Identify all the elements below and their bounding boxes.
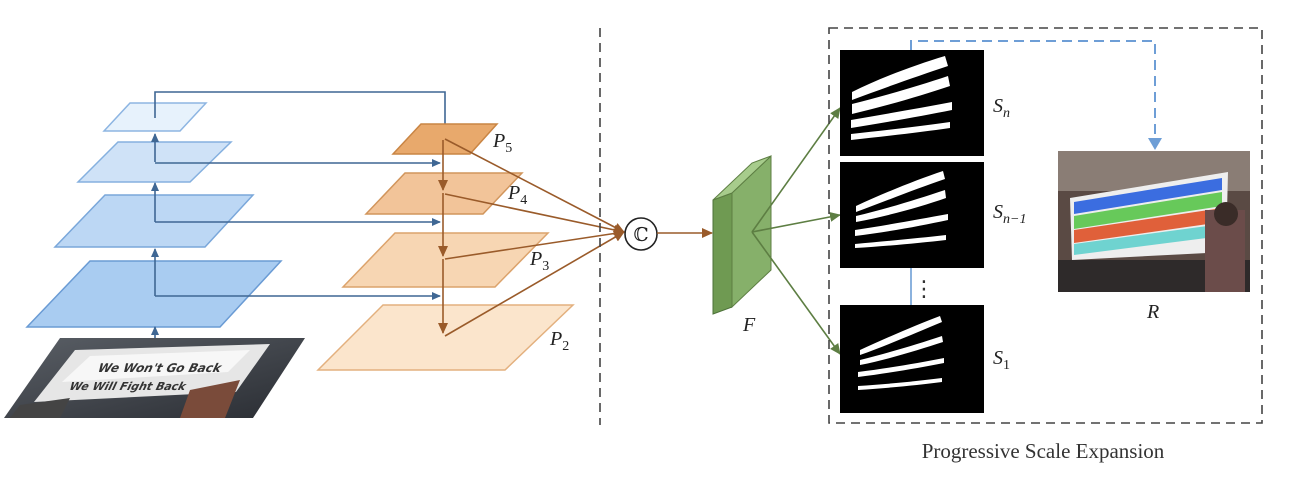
label-p2: P2 [549,328,569,354]
label-p5: P5 [492,130,512,156]
backbone-arrows [151,91,449,338]
backbone-pyramid [25,102,283,328]
pse-box [828,27,1263,424]
backbone-layer-1 [25,260,283,328]
kernel-ellipsis: ⋮ [913,277,935,302]
label-sn-1: Sn−1 [993,201,1026,227]
fused-feature-f [712,154,772,315]
pse-caption: Progressive Scale Expansion [922,439,1165,463]
fpn-pyramid [316,123,575,371]
fpn-p2 [316,304,575,371]
kernel-map-sn-1 [840,162,984,268]
label-f: F [742,314,756,336]
label-p3: P3 [529,248,549,274]
concat-node: ℂ [624,217,658,251]
svg-text:We Won't Go Back: We Won't Go Back [95,361,225,375]
feature-kernel-arrows [751,107,841,355]
fpn-p3 [341,232,550,288]
kernel-map-sn [840,50,984,156]
label-s1: S1 [993,347,1010,373]
label-r: R [1146,301,1159,323]
label-p4: P4 [507,182,527,208]
expansion-arrowhead [1148,138,1162,150]
expansion-arrow [910,40,1156,140]
label-sn: Sn [993,95,1010,121]
concat-symbol: ℂ [633,224,648,246]
svg-text:We Will Fight Back: We Will Fight Back [67,380,189,393]
fpn-p4 [364,172,524,215]
kernel-map-s1 [840,305,984,413]
input-image: We Won't Go Back We Will Fight Back [4,338,305,418]
result-image [1058,151,1250,292]
fpn-concat-arrows [444,138,625,337]
backbone-layer-2 [53,194,255,248]
